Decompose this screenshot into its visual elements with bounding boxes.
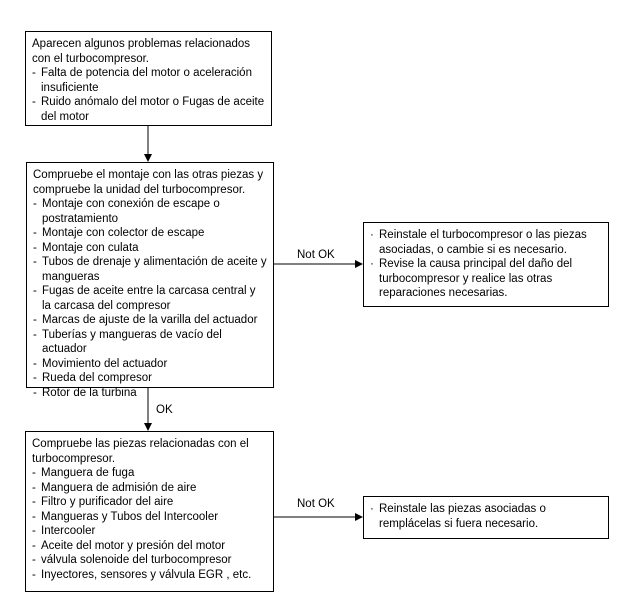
- check-assembly-heading: Compruebe el montaje con las otras pieza…: [33, 169, 264, 196]
- list-item: -Marcas de ajuste de la varilla del actu…: [33, 314, 258, 326]
- list-item: ·Reinstale el turbocompresor o las pieza…: [370, 229, 587, 256]
- problem-list: -Falta de potencia del motor o aceleraci…: [32, 66, 265, 124]
- edge-label-ok: OK: [156, 404, 173, 416]
- reinstall-turbo-box: ·Reinstale el turbocompresor o las pieza…: [363, 222, 609, 307]
- reinstall-turbo-list: ·Reinstale el turbocompresor o las pieza…: [370, 228, 602, 301]
- list-item: -Ruido anómalo del motor o Fugas de acei…: [32, 96, 265, 123]
- list-item: -Montaje con colector de escape: [33, 227, 205, 239]
- list-item: ·Revise la causa principal del daño del …: [370, 258, 573, 299]
- list-item: -Rueda del compresor: [33, 372, 152, 384]
- list-item: -Falta de potencia del motor o aceleraci…: [32, 67, 252, 94]
- problem-box: Aparecen algunos problemas relacionados …: [25, 31, 272, 126]
- list-item: -válvula solenoide del turbocompresor: [32, 554, 232, 566]
- check-related-parts-box: Compruebe las piezas relacionadas con el…: [25, 431, 274, 592]
- list-item: -Aceite del motor y presión del motor: [32, 539, 226, 552]
- reinstall-parts-box: ·Reinstale las piezas asociadas o remplá…: [363, 496, 609, 539]
- check-related-parts-list: -Manguera de fuga -Manguera de admisión …: [32, 466, 267, 582]
- list-item: -Filtro y purificador del aire: [32, 496, 174, 508]
- list-item: -Intercooler: [32, 525, 96, 537]
- list-item: -Inyectores, sensores y válvula EGR , et…: [32, 568, 252, 581]
- list-item: -Tubos de drenaje y alimentación de acei…: [33, 256, 267, 283]
- list-item: -Montaje con culata: [33, 241, 139, 254]
- list-item: -Movimiento del actuador: [33, 357, 168, 370]
- check-assembly-box: Compruebe el montaje con las otras pieza…: [26, 162, 274, 399]
- reinstall-parts-list: ·Reinstale las piezas asociadas o remplá…: [370, 502, 602, 531]
- problem-heading: Aparecen algunos problemas relacionados …: [32, 38, 251, 65]
- list-item: -Manguera de admisión de aire: [32, 481, 197, 494]
- edge-label-not-ok-2: Not OK: [297, 498, 335, 510]
- check-assembly-list: -Montaje con conexión de escape o postra…: [33, 197, 267, 400]
- list-item: -Rotor de la turbina: [33, 386, 137, 399]
- list-item: -Tuberías y mangueras de vacío del actua…: [33, 328, 222, 356]
- check-related-parts-heading: Compruebe las piezas relacionadas con el…: [32, 438, 249, 465]
- list-item: -Fugas de aceite entre la carcasa centra…: [33, 285, 256, 312]
- list-item: ·Reinstale las piezas asociadas o remplá…: [370, 503, 546, 530]
- list-item: -Mangueras y Tubos del Intercooler: [32, 510, 219, 523]
- list-item: -Montaje con conexión de escape o postra…: [33, 198, 220, 225]
- list-item: -Manguera de fuga: [32, 467, 135, 479]
- edge-label-not-ok-1: Not OK: [297, 249, 335, 261]
